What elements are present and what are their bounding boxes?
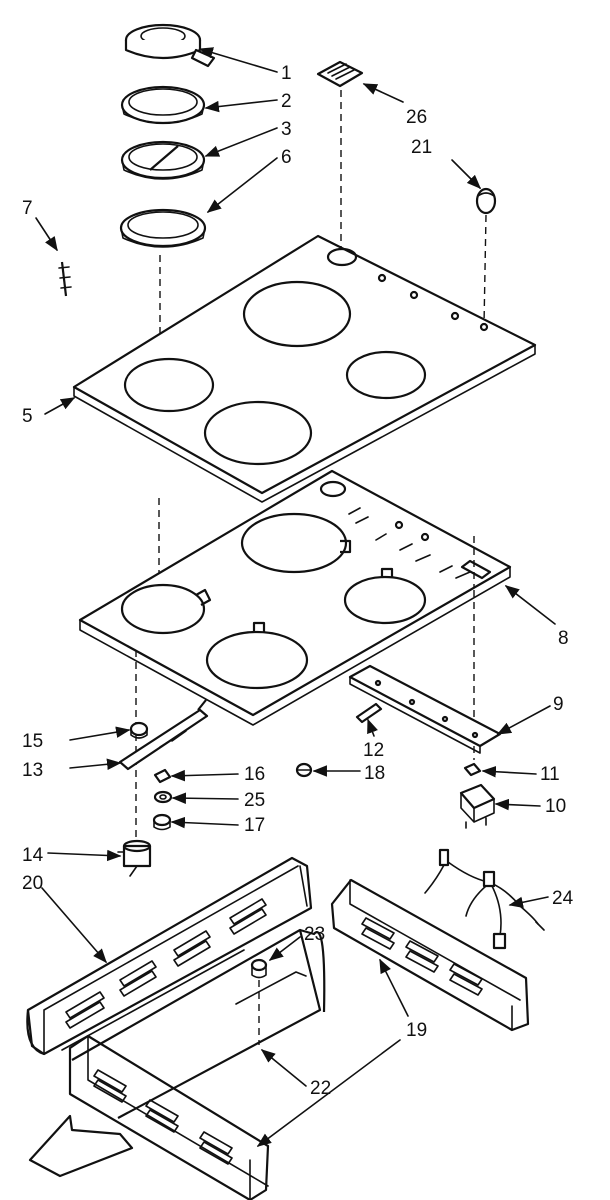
leader-arrow-25 xyxy=(171,792,239,804)
leader-arrow-12 xyxy=(367,718,378,737)
leader-arrow-23 xyxy=(268,936,301,961)
leader-arrow-8 xyxy=(504,585,556,625)
part-label-17: 17 xyxy=(244,815,265,836)
burner-box-part-8 xyxy=(78,469,512,726)
part-label-18: 18 xyxy=(364,763,385,784)
bracket-part-9 xyxy=(348,664,502,754)
clip-part-7 xyxy=(58,261,72,297)
leader-arrow-10 xyxy=(494,798,541,811)
part-label-7: 7 xyxy=(22,198,33,219)
knob-axis-line xyxy=(483,214,487,326)
part-label-16: 16 xyxy=(244,764,265,785)
leader-arrow-14 xyxy=(47,849,122,862)
pin-part-12 xyxy=(355,702,383,724)
vent-grille-part-26 xyxy=(316,60,364,88)
part-label-24: 24 xyxy=(552,888,574,909)
nut-part-17 xyxy=(152,813,172,831)
bottom-frame-part-19 xyxy=(28,928,326,1200)
switch-part-10 xyxy=(459,783,496,829)
leader-arrow-20 xyxy=(41,887,107,964)
part-label-1: 1 xyxy=(281,63,292,84)
rail-part-20 xyxy=(26,856,313,1056)
part-label-13: 13 xyxy=(22,760,43,781)
leader-arrow-17 xyxy=(170,816,239,829)
part-label-21: 21 xyxy=(411,137,432,158)
leader-arrow-3 xyxy=(204,127,278,157)
leader-arrow-19-panel xyxy=(379,958,409,1017)
leader-arrow-11 xyxy=(481,765,537,778)
part-label-19: 19 xyxy=(406,1020,427,1041)
part-label-25: 25 xyxy=(244,790,265,811)
trim-ring-part-6 xyxy=(119,208,207,248)
leader-arrow-5 xyxy=(44,397,76,415)
drip-bowl-ring-part-2 xyxy=(120,85,206,125)
part-labels: 1 2 3 6 7 26 21 5 8 9 12 15 13 16 18 11 … xyxy=(22,63,574,1099)
wire-harness-part-24 xyxy=(424,848,545,950)
leader-arrow-26 xyxy=(362,83,404,103)
leader-arrow-19-frame xyxy=(256,1039,401,1147)
cooktop-top-part-5 xyxy=(72,234,537,503)
part-label-6: 6 xyxy=(281,147,292,168)
part-label-10: 10 xyxy=(545,796,566,817)
leader-arrow-22 xyxy=(260,1049,307,1087)
side-panel-part-19 xyxy=(330,878,530,1032)
nut-part-15 xyxy=(129,721,149,739)
part-label-26: 26 xyxy=(406,107,427,128)
part-label-20: 20 xyxy=(22,873,43,894)
drip-bowl-part-3 xyxy=(120,140,206,180)
screw-part-23 xyxy=(250,958,268,979)
part-label-12: 12 xyxy=(363,740,384,761)
part-label-3: 3 xyxy=(281,119,292,140)
leader-arrow-6 xyxy=(206,157,278,213)
leader-arrow-21 xyxy=(451,159,482,190)
leader-arrow-7 xyxy=(35,217,58,252)
bracket-part-13 xyxy=(118,699,209,771)
leader-arrow-1 xyxy=(198,47,278,73)
part-label-2: 2 xyxy=(281,91,292,112)
washer-part-25 xyxy=(153,790,173,804)
part-label-8: 8 xyxy=(558,628,569,649)
leader-arrow-15 xyxy=(69,726,131,741)
part-label-15: 15 xyxy=(22,731,43,752)
part-label-5: 5 xyxy=(22,406,33,427)
part-label-14: 14 xyxy=(22,845,44,866)
leader-arrow-2 xyxy=(204,99,278,113)
switch-part-14 xyxy=(117,839,152,877)
part-label-11: 11 xyxy=(540,764,560,785)
washer-part-11 xyxy=(463,762,482,777)
leader-arrow-13 xyxy=(69,758,122,771)
washer-part-16 xyxy=(153,768,172,784)
leader-arrow-9 xyxy=(496,705,551,735)
leader-arrow-24 xyxy=(508,896,549,908)
knob-part-21 xyxy=(475,187,497,215)
leader-arrows xyxy=(35,47,556,1147)
part-label-22: 22 xyxy=(310,1078,331,1099)
grommet-part-18 xyxy=(295,762,313,778)
part-label-9: 9 xyxy=(553,694,564,715)
leader-arrow-16 xyxy=(170,769,239,782)
burner-element-part-1 xyxy=(124,23,216,68)
part-label-23: 23 xyxy=(304,924,325,945)
